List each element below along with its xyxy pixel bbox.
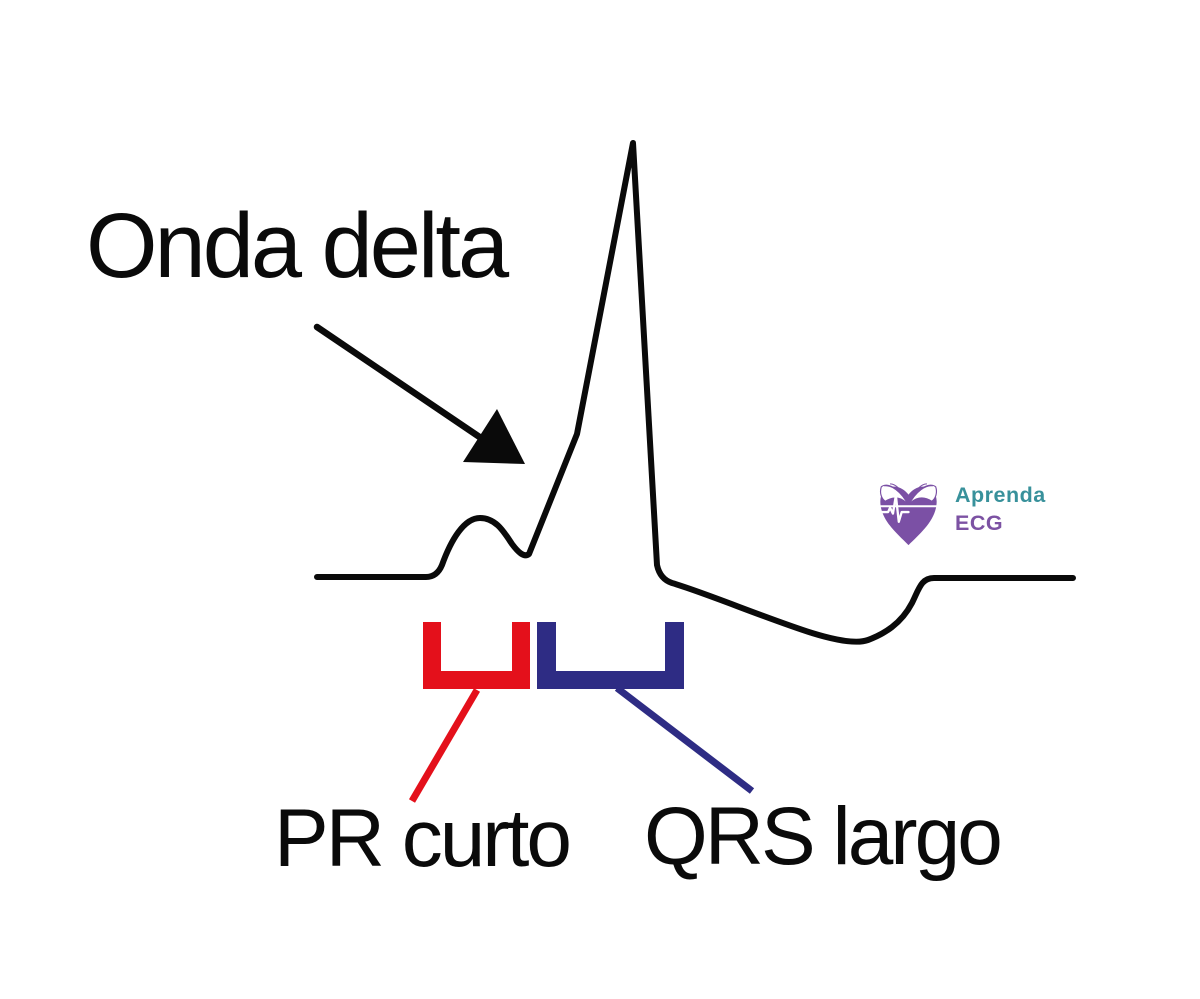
qrs-leader-line xyxy=(614,685,755,794)
delta-arrow-head xyxy=(463,409,525,464)
pr-interval-label: PR curto xyxy=(274,793,572,884)
ecg-trace xyxy=(314,140,1076,645)
heart-book-ecg-icon xyxy=(879,483,938,546)
brand-name-line1: Aprenda xyxy=(955,483,1046,507)
pr-leader-line xyxy=(408,688,481,803)
delta-arrow-shaft xyxy=(313,323,485,442)
qrs-interval-label: QRS largo xyxy=(644,791,1003,882)
qrs-bracket xyxy=(537,622,684,689)
brand-logo: Aprenda ECG xyxy=(877,481,1087,551)
pr-bracket xyxy=(423,622,530,689)
delta-wave-label: Onda delta xyxy=(86,195,509,297)
brand-name-line2: ECG xyxy=(955,511,1004,535)
